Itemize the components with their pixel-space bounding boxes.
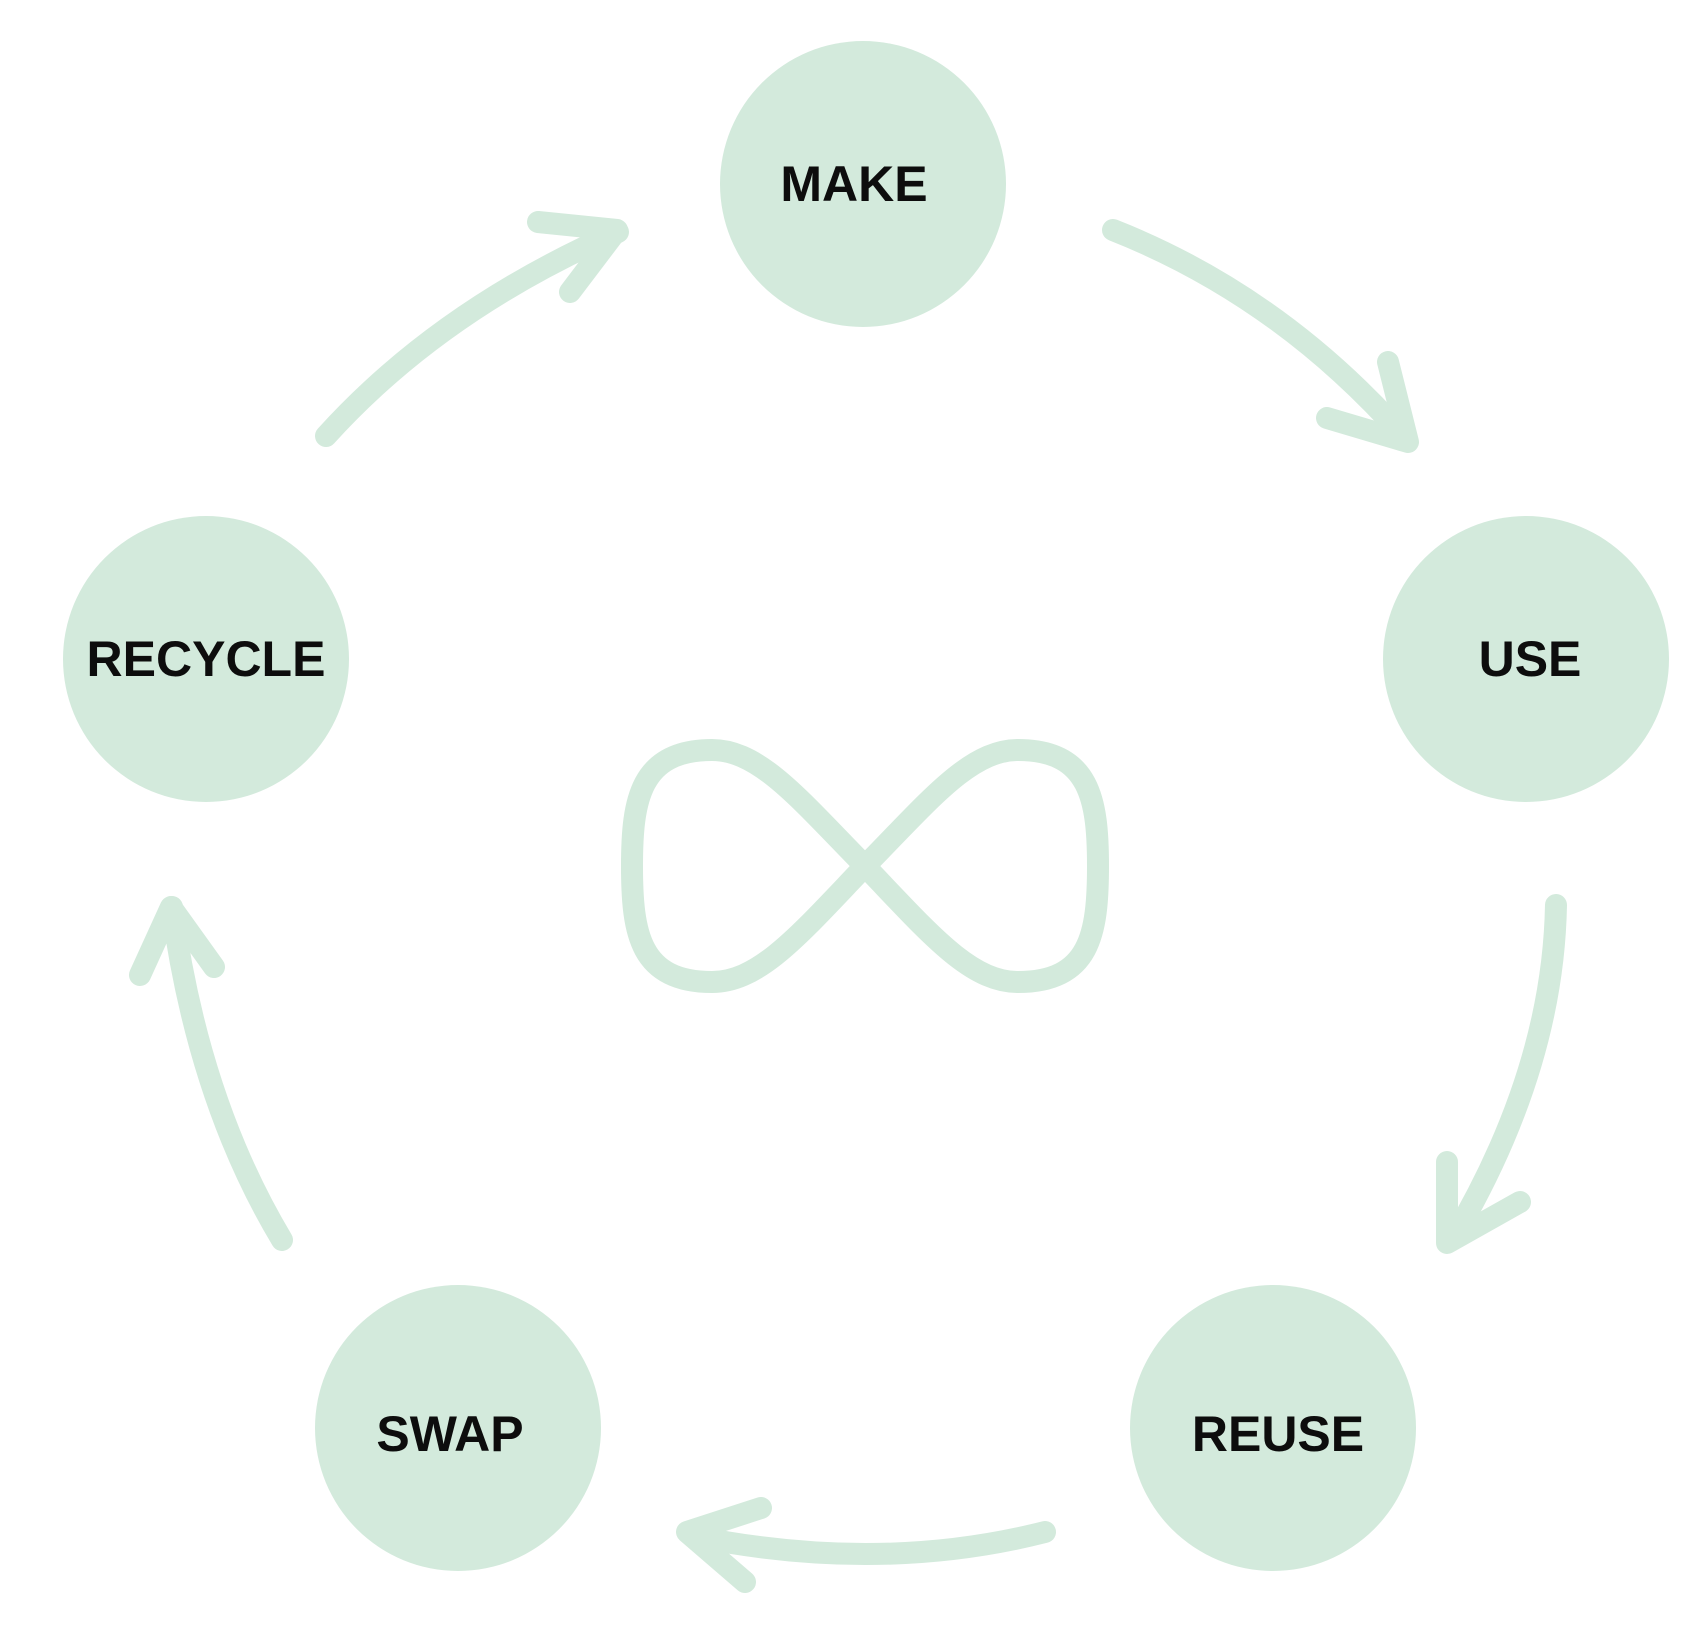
node-label: REUSE [1192,1406,1364,1462]
node-circle [315,1285,601,1571]
node-reuse: REUSE [1130,1285,1416,1571]
node-label: MAKE [780,156,927,212]
node-make: MAKE [720,41,1006,327]
node-use: USE [1383,516,1669,802]
node-label: USE [1479,631,1582,687]
node-circle [720,41,1006,327]
node-recycle: RECYCLE [63,516,349,802]
arrow-swap-to-recycle [129,896,293,1251]
arrow-use-to-reuse [1436,894,1567,1254]
arrow-make-to-use [1102,219,1419,453]
arrow-reuse-to-swap [676,1497,1056,1593]
infinity-icon [621,739,1109,993]
node-circle [63,516,349,802]
node-swap: SWAP [315,1285,601,1571]
node-label: RECYCLE [87,631,326,687]
arrows [129,211,1567,1593]
node-circle [1130,1285,1416,1571]
arrow-recycle-to-make [315,211,629,447]
node-label: SWAP [376,1406,523,1462]
node-circle [1383,516,1669,802]
